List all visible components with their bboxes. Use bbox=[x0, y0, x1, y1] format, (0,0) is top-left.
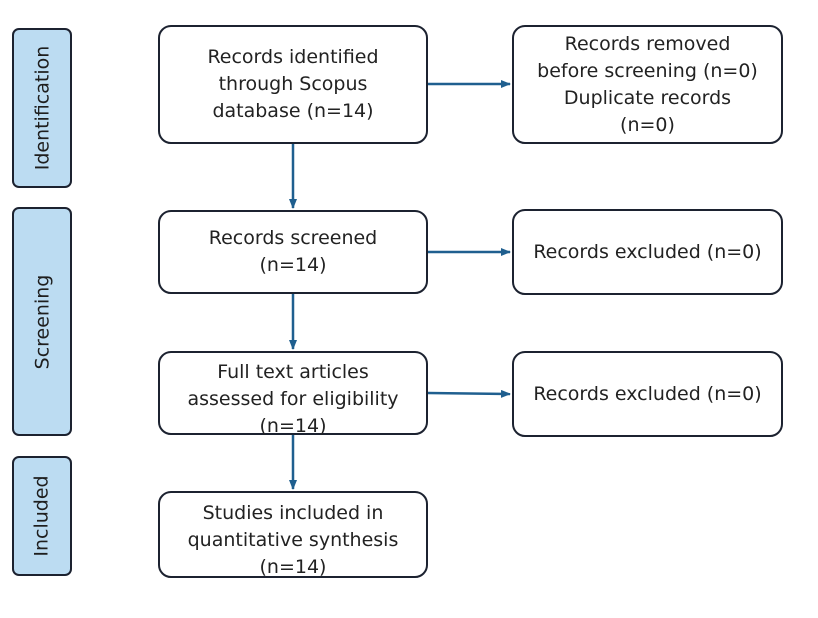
records-removed-text: Records removed before screening (n=0) D… bbox=[537, 32, 758, 136]
records-screened-box: Records screened (n=14) bbox=[158, 210, 428, 294]
phase-included: Included bbox=[12, 456, 72, 576]
arrow-full-text-to-excluded bbox=[427, 389, 511, 398]
records-identified-text: Records identified through Scopus databa… bbox=[207, 46, 379, 122]
records-excluded-screening-text: Records excluded (n=0) bbox=[533, 240, 762, 263]
phase-screening: Screening bbox=[12, 207, 72, 436]
records-removed-box: Records removed before screening (n=0) D… bbox=[512, 25, 783, 144]
records-excluded-eligibility-text: Records excluded (n=0) bbox=[533, 382, 762, 405]
records-screened-text: Records screened (n=14) bbox=[208, 227, 378, 276]
records-excluded-eligibility-box: Records excluded (n=0) bbox=[512, 351, 783, 437]
studies-included-text: Studies included in quantitative synthes… bbox=[187, 502, 399, 578]
full-text-assessed-box: Full text articles assessed for eligibil… bbox=[158, 351, 428, 437]
full-text-assessed-text: Full text articles assessed for eligibil… bbox=[187, 360, 399, 437]
records-identified-box: Records identified through Scopus databa… bbox=[158, 25, 428, 144]
records-excluded-screening-box: Records excluded (n=0) bbox=[512, 209, 783, 295]
studies-included-box: Studies included in quantitative synthes… bbox=[158, 491, 428, 578]
phase-identification: Identification bbox=[12, 28, 72, 188]
